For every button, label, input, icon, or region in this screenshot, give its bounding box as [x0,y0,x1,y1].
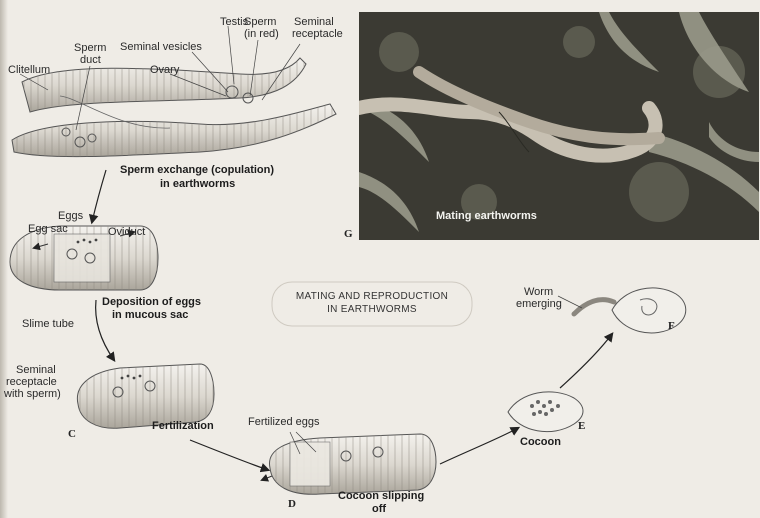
caption-cocoon: Cocoon [520,436,561,448]
label-worm-emerging-line1: Worm [524,286,554,298]
label-seminal-receptacle-line2: receptacle [292,28,343,40]
stage-letter-c: C [68,428,76,440]
label-slime-tube: Slime tube [22,318,74,330]
top-label-leaders [19,25,301,131]
label-sperm-duct-line2: duct [80,54,101,66]
caption-cocoon-slipping-line1: Cocoon slipping [338,490,425,502]
worm-egg-deposition [9,225,159,291]
mating-earthworms-photo [359,12,759,240]
photo-caption: Mating earthworms [436,210,537,222]
diagram-title-line1: MATING AND REPRODUCTION [295,291,449,302]
stage-letter-e: E [578,420,586,432]
label-oviduct: Oviduct [108,226,146,238]
stage-letter-d: D [288,498,296,510]
page-binding-shadow [0,0,8,518]
caption-deposition-line2: in mucous sac [112,309,189,321]
label-c-seminal-line1: Seminal [16,364,56,376]
worm-cocoon-slipping [260,431,437,495]
lifecycle-arrows [88,169,614,473]
label-worm-emerging-line2: emerging [516,298,562,310]
label-c-seminal-line2: receptacle [6,376,57,388]
label-sperm-in-red-line2: (in red) [244,28,279,40]
cocoon-drawing [507,391,584,433]
label-sperm-in-red-line1: Sperm [244,16,277,28]
copulating-worms [11,57,337,158]
caption-fertilization: Fertilization [152,420,214,432]
label-testis: Testis [220,16,249,28]
title-frame [271,281,473,327]
caption-sperm-exchange-line1: Sperm exchange (copulation) [120,164,275,176]
label-ovary: Ovary [150,64,180,76]
worm-fertilization [76,363,215,429]
caption-deposition-line1: Deposition of eggs [102,296,201,308]
label-clitellum: Clitellum [8,64,51,76]
label-eggs: Eggs [58,210,84,222]
label-fertilized-eggs: Fertilized eggs [248,416,320,428]
stage-letter-g: G [344,228,353,240]
diagram-title-line2: IN EARTHWORMS [327,304,417,315]
label-sperm-duct-line1: Sperm [74,42,107,54]
caption-sperm-exchange-line2: in earthworms [160,178,236,190]
label-seminal-receptacle-line1: Seminal [294,16,334,28]
worm-emerging-drawing [557,287,687,334]
label-c-seminal-line3: with sperm) [4,388,61,400]
label-seminal-vesicles: Seminal vesicles [120,41,202,53]
stage-letter-f: F [668,320,675,332]
photo-image [359,12,759,240]
label-egg-sac: Egg sac [28,223,68,235]
caption-cocoon-slipping-line2: off [372,503,387,515]
